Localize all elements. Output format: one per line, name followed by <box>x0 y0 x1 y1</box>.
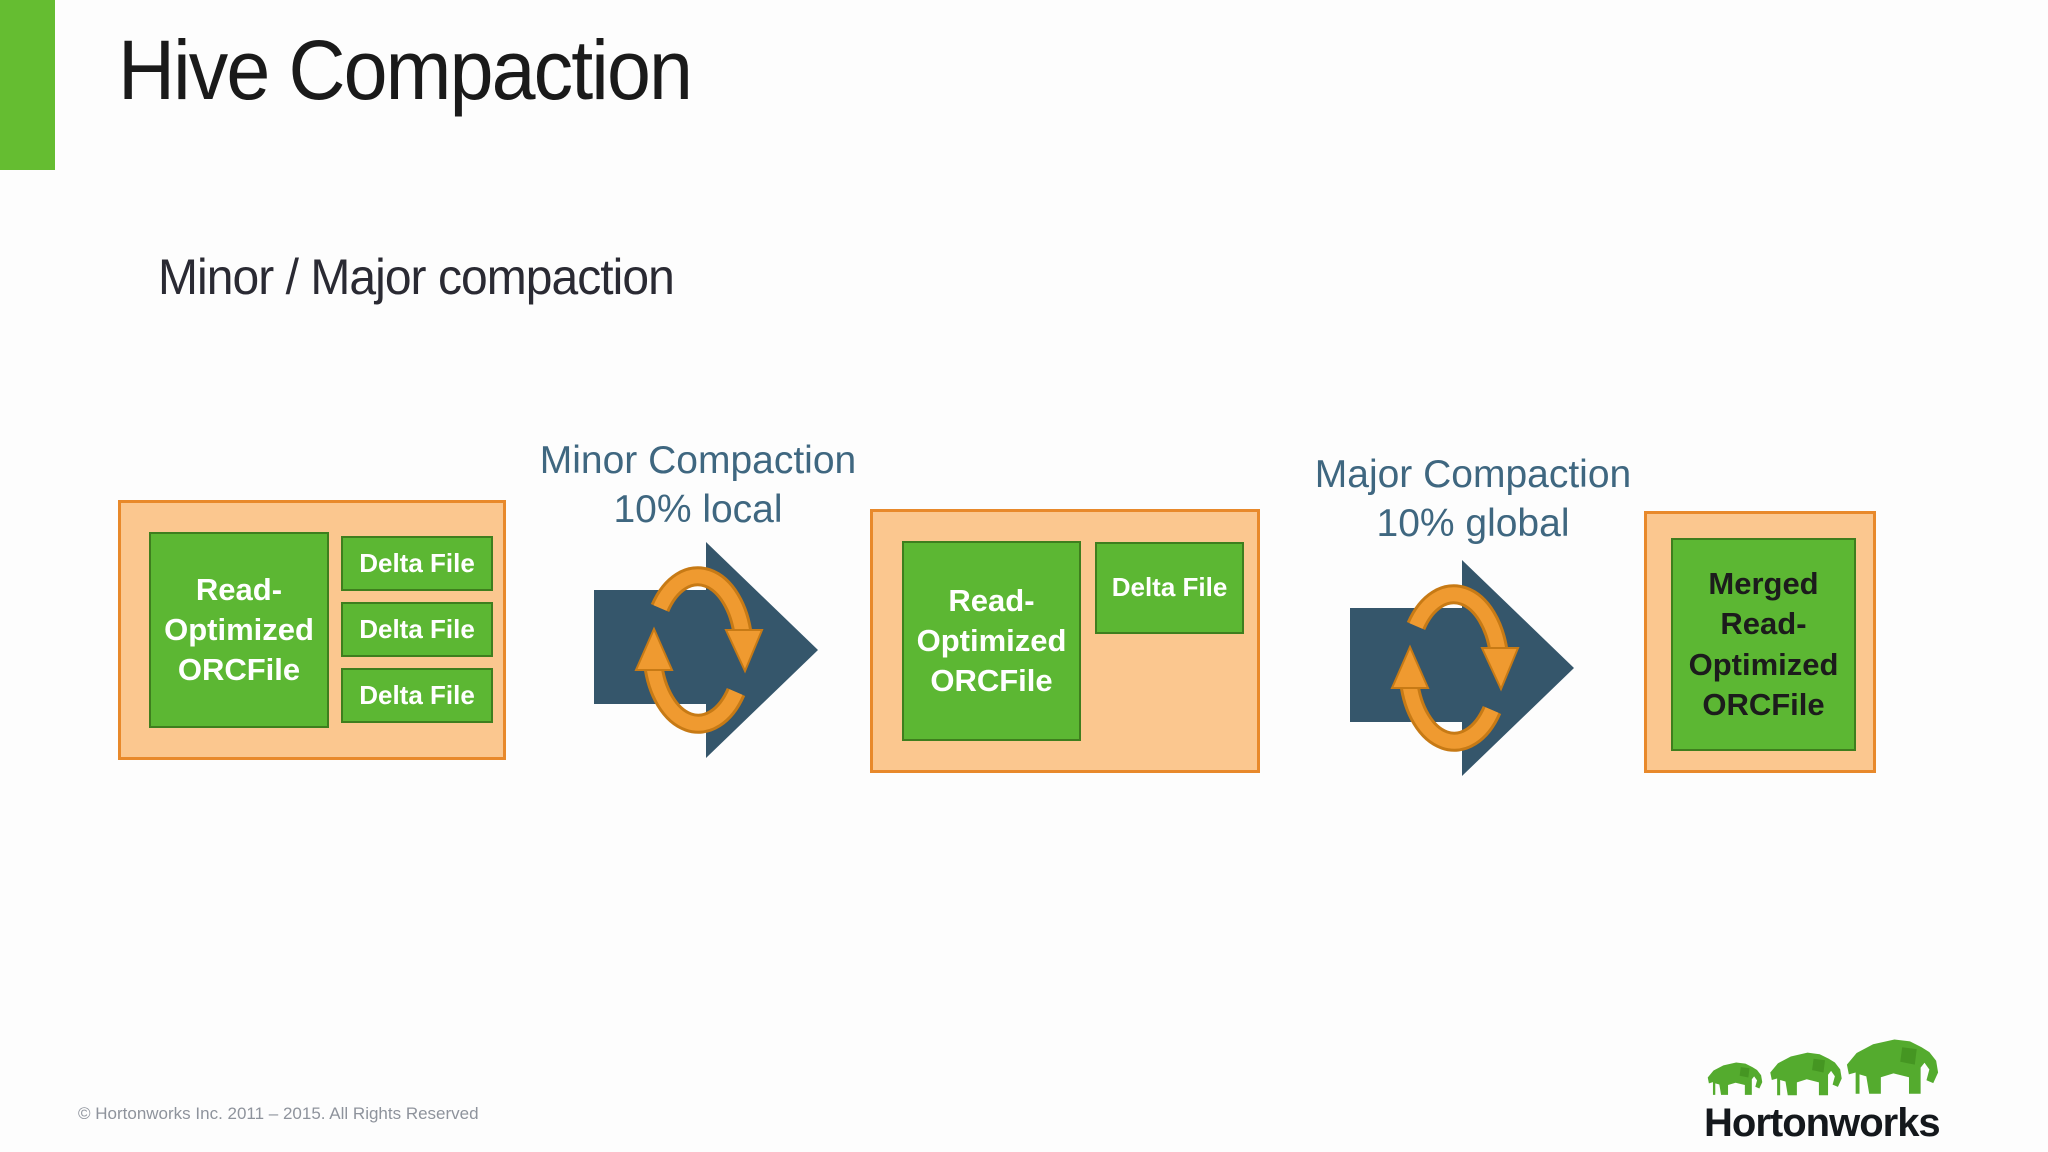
page-title: Hive Compaction <box>118 23 693 117</box>
merged-orcfile-label: Merged Read-Optimized ORCFile <box>1688 565 1839 722</box>
minor-compaction-label: Minor Compaction 10% local <box>533 436 863 534</box>
major-compaction-label-line2: 10% global <box>1376 502 1570 546</box>
delta-file-box: Delta File <box>1095 542 1244 634</box>
orcfile-label: Read-Optimized ORCFile <box>164 571 314 688</box>
merged-orc-container: Merged Read-Optimized ORCFile <box>1644 511 1876 773</box>
delta-file-box: Delta File <box>341 536 493 591</box>
accent-bar <box>0 0 55 170</box>
major-compaction-label: Major Compaction 10% global <box>1308 450 1638 548</box>
source-orc-container: Read-Optimized ORCFile Delta File Delta … <box>118 500 506 760</box>
cycle-refresh-icon <box>1390 584 1520 752</box>
read-optimized-orcfile-box: Read-Optimized ORCFile <box>149 532 329 728</box>
minor-compaction-label-line2: 10% local <box>613 488 783 532</box>
slide-subtitle: Minor / Major compaction <box>158 249 675 305</box>
minor-compaction-label-line1: Minor Compaction <box>539 439 857 482</box>
orcfile-label: Read-Optimized ORCFile <box>916 582 1067 699</box>
hortonworks-wordmark: Hortonworks <box>1704 1101 1941 1145</box>
minor-compaction-cycle-arrow-icon <box>594 542 818 758</box>
delta-file-box: Delta File <box>341 668 493 723</box>
copyright-footer: © Hortonworks Inc. 2011 – 2015. All Righ… <box>78 1104 479 1123</box>
major-compaction-cycle-arrow-icon <box>1350 560 1574 776</box>
merged-orcfile-box: Merged Read-Optimized ORCFile <box>1671 538 1856 751</box>
three-green-elephants-icon <box>1707 1039 1939 1096</box>
delta-file-box: Delta File <box>341 602 493 657</box>
hortonworks-logo: Hortonworks <box>1704 1022 1944 1146</box>
cycle-refresh-icon <box>634 566 764 734</box>
major-compaction-label-line1: Major Compaction <box>1314 453 1632 496</box>
intermediate-orc-container: Read-Optimized ORCFile Delta File <box>870 509 1260 773</box>
read-optimized-orcfile-box: Read-Optimized ORCFile <box>902 541 1081 741</box>
